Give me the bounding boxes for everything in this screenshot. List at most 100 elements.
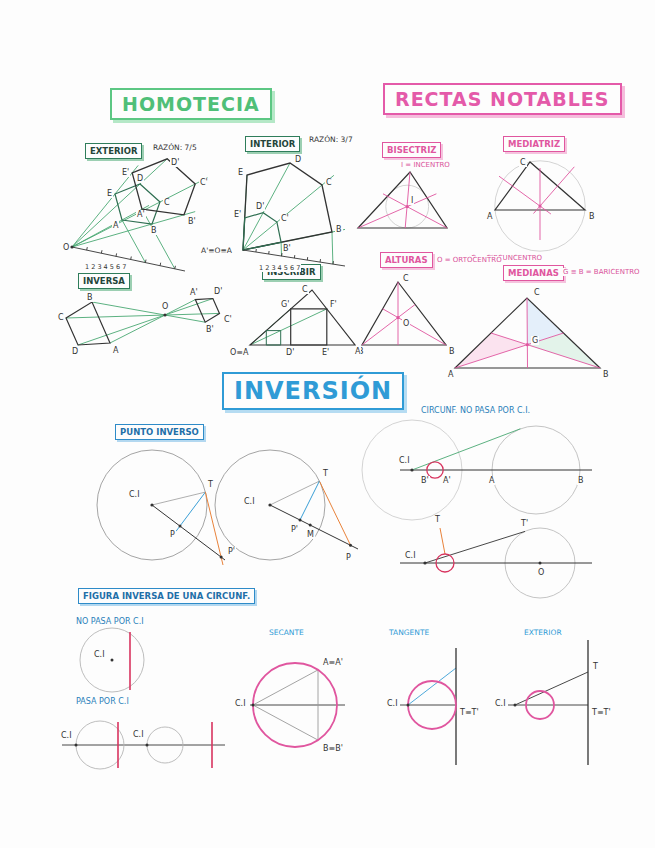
construction-circle (349, 544, 352, 547)
point-label: A (486, 212, 493, 221)
construction-line (383, 194, 447, 228)
annotation: A'≡O≡A (200, 246, 233, 255)
construction-circle (220, 555, 223, 558)
point-label: C (325, 178, 333, 187)
figure-outline (291, 309, 327, 345)
construction-line (455, 333, 564, 368)
point-label: D' (213, 287, 223, 296)
point-label: P (345, 553, 352, 562)
construction-circle (252, 704, 255, 707)
box-text: ALTURAS (385, 255, 428, 265)
construction-circle (526, 691, 554, 719)
construction-circle (410, 468, 413, 471)
construction-line (176, 492, 205, 531)
annotation: O = ORTOCENTRO (436, 256, 503, 264)
construction-line (62, 745, 225, 746)
construction-line (253, 705, 318, 740)
point-label: B (150, 226, 158, 235)
construction-line (250, 309, 327, 345)
point-label: C (301, 285, 309, 294)
point-label: C' (280, 214, 290, 223)
point-label: T (434, 515, 441, 524)
construction-line (72, 165, 138, 247)
subsection-box: FIGURA INVERSA DE UNA CIRCUNF. (78, 588, 255, 604)
point-label: B (86, 293, 94, 302)
point-label: C.I (60, 731, 73, 740)
construction-circle (309, 524, 312, 527)
figure-outline (358, 172, 447, 228)
point-label: P' (290, 525, 299, 534)
point-label: E (237, 168, 244, 177)
construction-line (101, 250, 103, 253)
construction-circle (538, 204, 541, 207)
construction-circle (526, 343, 529, 346)
point-label: P' (227, 547, 236, 556)
construction-line (333, 261, 334, 264)
annotation: RAZÓN: 7/5 (152, 143, 198, 152)
construction-line (362, 282, 446, 345)
construction-line (332, 232, 334, 264)
construction-circle (539, 562, 542, 565)
subsection-box: ALTURAS (380, 252, 433, 268)
point-label: B (577, 476, 585, 485)
figure-outline (243, 163, 332, 250)
bisector-figure (358, 172, 447, 228)
point-label: B (448, 347, 456, 356)
inverse-point-inside (97, 450, 225, 565)
inscribed-square (250, 290, 355, 345)
construction-circle (406, 205, 409, 208)
construction-line (211, 722, 213, 768)
point-label: E (106, 189, 113, 198)
box-text: MEDIANAS (508, 268, 559, 278)
point-label: O≡A (229, 348, 249, 357)
point-label: O (402, 319, 410, 328)
construction-circle (215, 450, 325, 560)
construction-line (253, 670, 318, 705)
point-label: M (306, 530, 315, 539)
subsection-box: BISECTRIZ (382, 142, 441, 158)
construction-line (72, 159, 167, 247)
annotation: CIRCUNF. NO PASA POR C.I. (420, 406, 531, 415)
construction-line (534, 167, 575, 214)
construction-circle (514, 704, 517, 707)
construction-circle (76, 721, 124, 769)
subsection-box: MEDIATRIZ (503, 136, 565, 152)
annotation: PASA POR C.I (75, 697, 130, 706)
point-label: G' (280, 300, 290, 309)
construction-line (440, 528, 445, 554)
construction-circle (407, 704, 410, 707)
construction-circle (70, 245, 73, 248)
point-label: O (161, 302, 169, 311)
annotation: NO PASA POR C.I (75, 617, 145, 626)
annotation: RAZÓN: 3/7 (308, 135, 354, 144)
construction-line (587, 640, 588, 765)
point-label: T≡T' (591, 708, 612, 717)
homothety-inverse (66, 299, 220, 346)
construction-line (174, 266, 176, 269)
construction-circle (150, 503, 153, 506)
annotation: EXTERIOR (523, 628, 563, 637)
altitudes-figure (362, 282, 446, 345)
construction-circle (147, 727, 183, 763)
construction-line (408, 668, 456, 705)
point-label: D' (285, 348, 295, 357)
circle-not-through-center (362, 420, 592, 520)
construction-line (243, 163, 290, 250)
construction-line (281, 253, 282, 256)
subsection-box: PUNTO INVERSO (115, 424, 204, 440)
construction-line (117, 722, 119, 768)
subsection-box: MEDIANAS (503, 265, 564, 281)
point-label: B (602, 370, 610, 379)
point-label: O (537, 568, 545, 577)
point-label: T' (520, 519, 529, 528)
point-label: A (112, 346, 119, 355)
construction-circle (436, 554, 454, 572)
annotation: SECANTE (268, 628, 305, 637)
construction-line (145, 260, 147, 263)
point-label: A (447, 370, 454, 379)
point-label: B' (205, 325, 215, 334)
point-label: O (62, 243, 70, 252)
construction-line (270, 505, 358, 549)
point-label: B≡B' (322, 744, 344, 753)
